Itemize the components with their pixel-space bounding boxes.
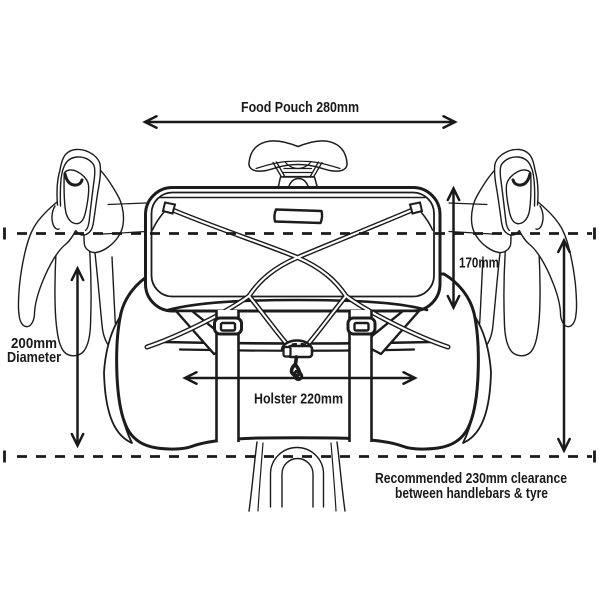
svg-text:Food Pouch 280mm: Food Pouch 280mm	[241, 99, 359, 116]
svg-text:Recommended 230mm clearance: Recommended 230mm clearance	[375, 470, 567, 487]
svg-text:Holster 220mm: Holster 220mm	[254, 391, 343, 408]
svg-text:170mm: 170mm	[459, 255, 499, 272]
svg-text:Diameter: Diameter	[7, 349, 61, 366]
svg-text:200mm: 200mm	[11, 335, 57, 352]
svg-text:between handlebars & tyre: between handlebars & tyre	[395, 485, 548, 502]
